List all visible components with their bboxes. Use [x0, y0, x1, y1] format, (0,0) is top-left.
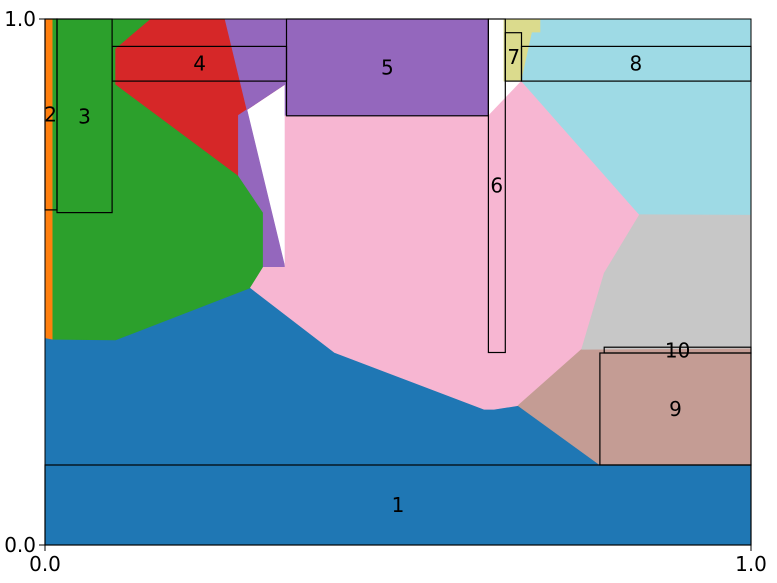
box-label-1: 1 — [392, 493, 405, 517]
box-label-5: 5 — [381, 55, 394, 79]
box-label-6: 6 — [490, 174, 503, 198]
region-layer — [44, 18, 752, 546]
box-label-2: 2 — [44, 103, 57, 127]
x-tick-label-0: 0.0 — [29, 552, 61, 576]
plot-frame — [44, 18, 752, 546]
y-tick-label-1: 1.0 — [4, 7, 36, 31]
box-label-3: 3 — [78, 104, 91, 128]
box-label-9: 9 — [669, 397, 682, 421]
box-label-8: 8 — [630, 52, 643, 76]
y-tick-label-0: 0.0 — [4, 533, 36, 557]
region-10 — [581, 214, 752, 350]
box-label-4: 4 — [193, 52, 206, 76]
axis-ticks: 0.0 1.0 0.0 1.0 — [4, 7, 767, 576]
region-2 — [44, 18, 54, 340]
x-tick-label-1: 1.0 — [735, 552, 767, 576]
box-label-7: 7 — [507, 45, 520, 69]
box-label-10: 10 — [665, 338, 690, 362]
